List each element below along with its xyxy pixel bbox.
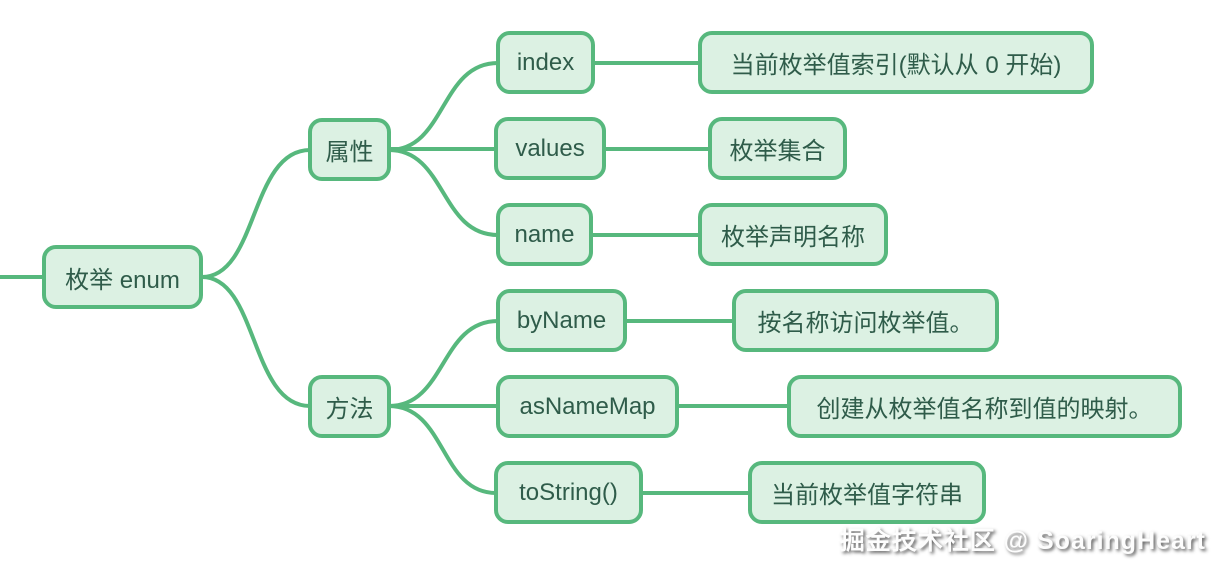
- node-tostring[interactable]: toString(): [494, 461, 643, 524]
- node-name-desc[interactable]: 枚举声明名称: [698, 203, 888, 266]
- edge-root-to-properties: [200, 148, 312, 279]
- edge-properties-to-index: [387, 61, 500, 152]
- edge-methods-to-tostring: [387, 404, 498, 495]
- node-byname[interactable]: byName: [496, 289, 627, 352]
- edge-methods-to-byname: [387, 319, 500, 408]
- node-values-desc[interactable]: 枚举集合: [708, 117, 847, 180]
- node-name[interactable]: name: [496, 203, 593, 266]
- node-root-enum[interactable]: 枚举 enum: [42, 245, 203, 309]
- node-byname-desc[interactable]: 按名称访问枚举值。: [732, 289, 999, 352]
- node-index[interactable]: index: [496, 31, 595, 94]
- node-asnamemap[interactable]: asNameMap: [496, 375, 679, 438]
- node-tostring-desc[interactable]: 当前枚举值字符串: [748, 461, 986, 524]
- node-index-desc[interactable]: 当前枚举值索引(默认从 0 开始): [698, 31, 1094, 94]
- edge-root-to-methods: [200, 275, 312, 408]
- edge-properties-to-name: [387, 148, 500, 237]
- node-branch-properties[interactable]: 属性: [308, 118, 391, 181]
- node-asnamemap-desc[interactable]: 创建从枚举值名称到值的映射。: [787, 375, 1182, 438]
- node-branch-methods[interactable]: 方法: [308, 375, 391, 438]
- node-values[interactable]: values: [494, 117, 606, 180]
